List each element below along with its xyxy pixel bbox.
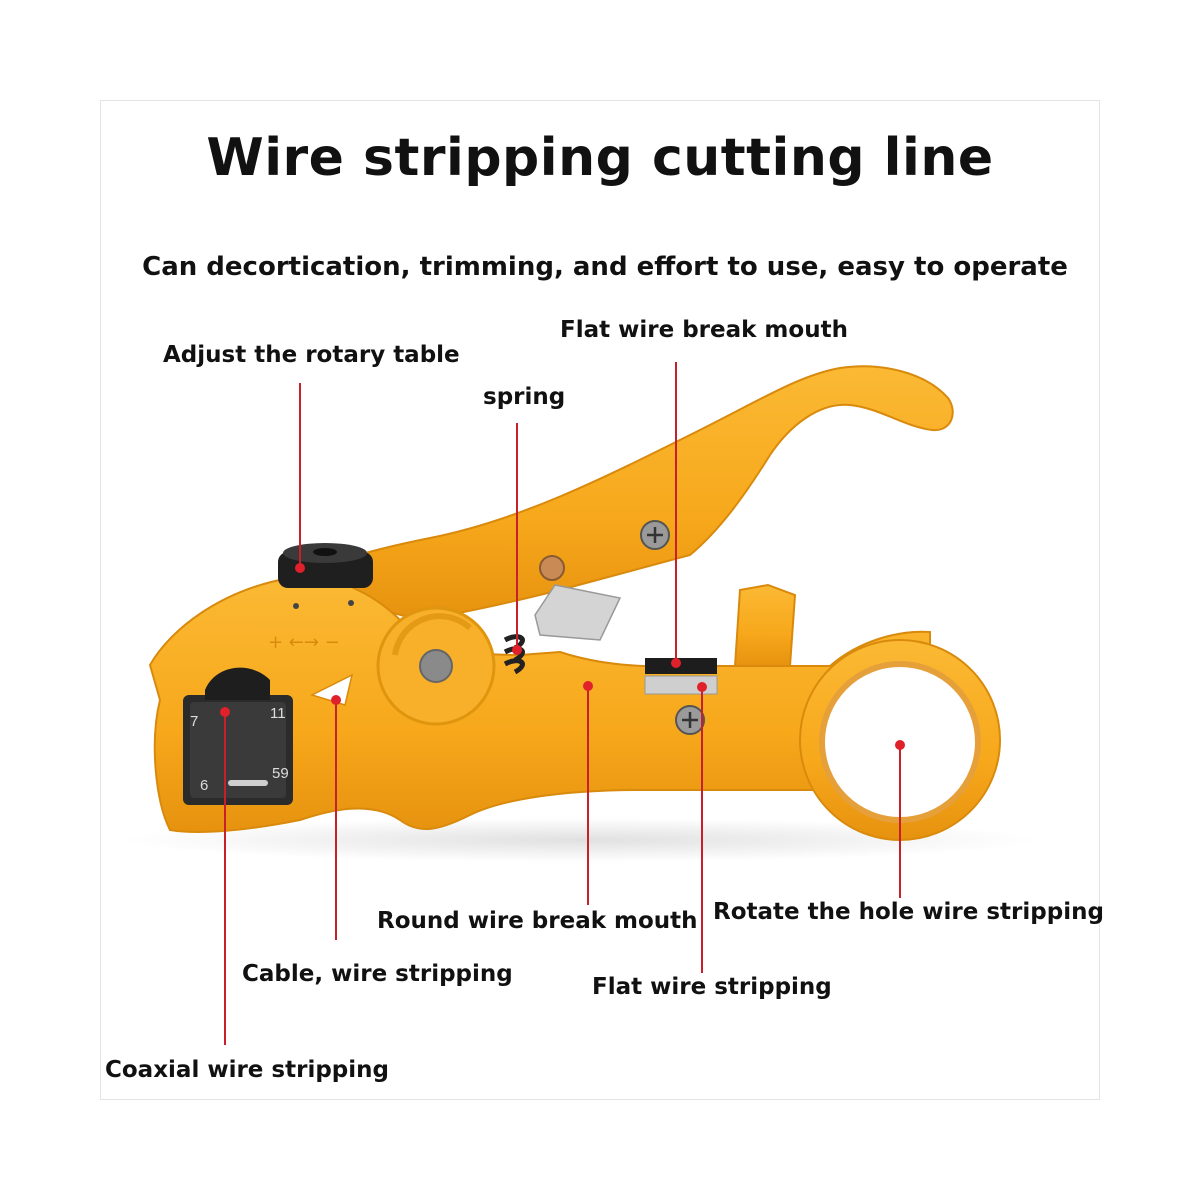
label-cable-wire-stripping: Cable, wire stripping: [242, 961, 513, 987]
label-adjust-rotary-table: Adjust the rotary table: [163, 342, 460, 368]
callout-dot-flat-break: [671, 658, 681, 668]
callout-dot-rotary: [295, 563, 305, 573]
cable-slot: [309, 673, 354, 706]
label-flat-wire-stripping: Flat wire stripping: [592, 974, 832, 1000]
callout-dot-flat-strip: [697, 682, 707, 692]
callout-lines: [224, 362, 901, 1045]
label-round-wire-break-mouth: Round wire break mouth: [377, 908, 698, 934]
page-subtitle: Can decortication, trimming, and effort …: [142, 252, 1068, 282]
callout-dot-coaxial: [220, 707, 230, 717]
page-title: Wire stripping cutting line: [206, 128, 994, 188]
marking-11: 11: [270, 705, 286, 722]
label-spring: spring: [483, 384, 566, 410]
callout-dots: [220, 563, 905, 750]
upper-lever: [282, 365, 954, 622]
floor-shadow: [120, 818, 1040, 862]
flat-blade: [645, 658, 717, 674]
direction-marking: + ←→ −: [268, 632, 340, 653]
marking-7: 7: [190, 713, 198, 730]
label-rotate-hole-wire-stripping: Rotate the hole wire stripping: [713, 899, 1104, 925]
callout-dot-rotate-hole: [895, 740, 905, 750]
marking-59: 59: [272, 765, 289, 782]
callout-dot-round-break: [583, 681, 593, 691]
callout-dot-spring: [512, 645, 522, 655]
label-coaxial-wire-stripping: Coaxial wire stripping: [105, 1057, 389, 1083]
label-flat-wire-break-mouth: Flat wire break mouth: [560, 317, 848, 343]
marking-6: 6: [200, 777, 208, 794]
upper-blade: [534, 584, 622, 641]
callout-dot-cable: [331, 695, 341, 705]
